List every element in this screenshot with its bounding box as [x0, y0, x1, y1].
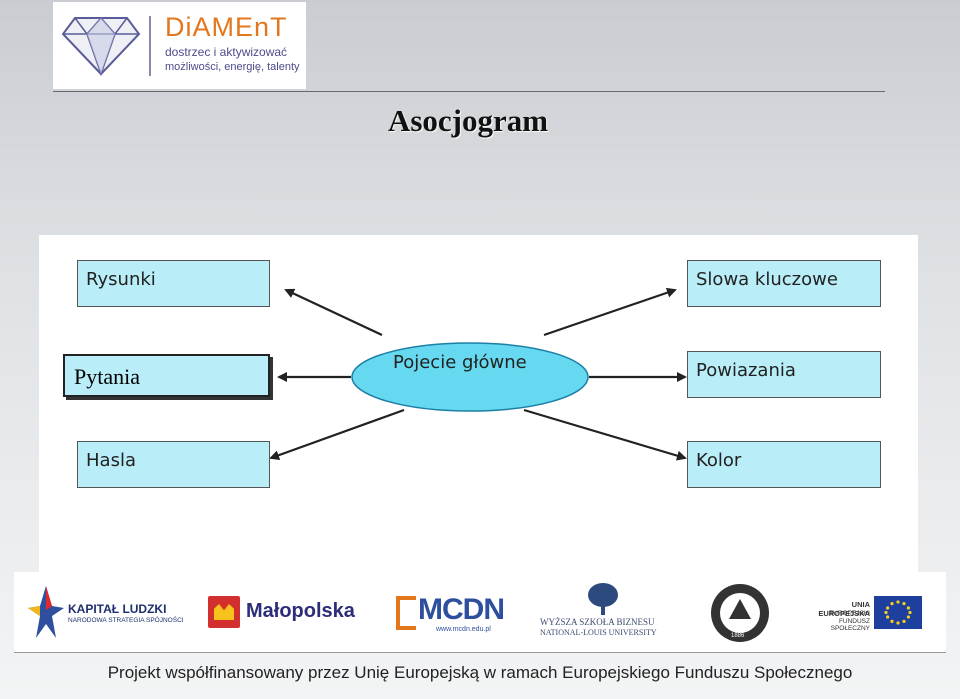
- footer-rule: [14, 652, 946, 653]
- ue-line-3: FUNDUSZ SPOŁECZNY: [830, 618, 870, 632]
- diagram-connectors: [269, 287, 687, 461]
- mcdn-url: www.mcdn.edu.pl: [436, 626, 491, 633]
- ue-line-1: UNIA EUROPEJSKA: [818, 600, 870, 618]
- diament-logo: DiAMEnT dostrzec i aktywizować możliwośc…: [53, 2, 306, 89]
- page-title: Asocjogram: [387, 103, 549, 138]
- arrow-to-slowa: [543, 287, 677, 337]
- mcdn-label: MCDN: [418, 593, 505, 626]
- node-kolor: Kolor: [687, 441, 881, 488]
- malopolska-label: Małopolska: [246, 600, 355, 622]
- logo-tagline-2: możliwości, energię, talenty: [165, 61, 300, 73]
- node-rysunki: Rysunki: [77, 260, 270, 307]
- eu-flag-icon: [874, 596, 922, 629]
- nlu-seal-icon: [711, 584, 769, 642]
- ue-line-2: EUROPEJSKI: [828, 610, 870, 617]
- wsb-line-1: WYŻSZA SZKOŁA BIZNESU: [540, 617, 655, 627]
- central-concept-ellipse: [351, 342, 589, 412]
- header-rule: [53, 91, 885, 92]
- mind-map-diagram: Pojecie główne Rysunki Hasla Slowa klucz…: [39, 235, 918, 572]
- nlu-year: 1886: [731, 633, 745, 639]
- arrow-to-hasla: [269, 408, 405, 460]
- node-pytania: Pytania: [63, 354, 270, 397]
- node-powiazania: Powiazania: [687, 351, 881, 398]
- sponsor-logos-bar: KAPITAŁ LUDZKI NARODOWA STRATEGIA SPÓJNO…: [14, 572, 946, 652]
- node-slowa-kluczowe: Slowa kluczowe: [687, 260, 881, 307]
- node-hasla: Hasla: [77, 441, 270, 488]
- central-concept-label: Pojecie główne: [393, 352, 527, 373]
- wsb-line-2: NATIONAL-LOUIS UNIVERSITY: [540, 628, 657, 637]
- logo-tagline-1: dostrzec i aktywizować: [165, 45, 288, 59]
- arrow-to-rysunki: [284, 288, 383, 336]
- logo-brand: DiAMEnT: [165, 12, 288, 42]
- malopolska-emblem-icon: [208, 596, 240, 628]
- arrow-to-kolor: [523, 408, 687, 461]
- kapital-ludzki-title: KAPITAŁ LUDZKI: [68, 602, 167, 616]
- mcdn-mark-icon: [396, 596, 416, 630]
- diamond-icon: [61, 16, 141, 77]
- kapital-ludzki-subtitle: NARODOWA STRATEGIA SPÓJNOŚCI: [68, 617, 184, 624]
- tree-icon: [588, 583, 618, 615]
- footer-text: Projekt współfinansowany przez Unię Euro…: [107, 663, 853, 682]
- kapital-ludzki-star-icon: [28, 586, 64, 638]
- logo-divider: [149, 16, 151, 76]
